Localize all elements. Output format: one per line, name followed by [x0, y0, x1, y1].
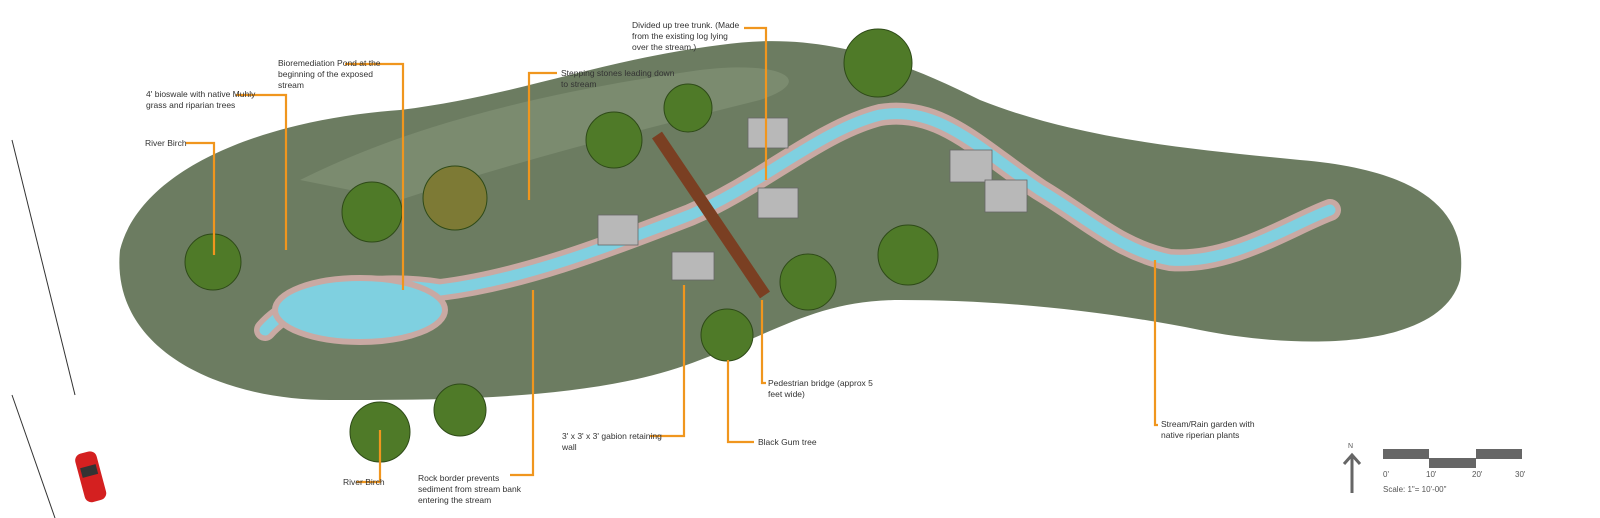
road-edge [11, 139, 76, 518]
stream-water [259, 108, 1336, 336]
label-black-gum: Black Gum tree [758, 437, 817, 447]
bioremediation-pond [272, 275, 448, 345]
car [75, 451, 107, 503]
label-bioremediation-pond: Bioremediation Pond at the beginning of … [278, 58, 381, 90]
leader-gabion-wall [650, 285, 686, 438]
grass-area [119, 41, 1462, 400]
leader-pedestrian-bridge [760, 300, 766, 385]
north-arrow-icon [1342, 452, 1362, 493]
leader-lines [186, 26, 1158, 484]
scale-bar [1383, 449, 1522, 468]
leader-rain-garden [1153, 260, 1158, 427]
leader-black-gum [726, 360, 754, 444]
label-rock-border: Rock border prevents sediment from strea… [418, 473, 521, 505]
scale-tick-10: 10' [1426, 470, 1437, 479]
leader-tree-trunk [744, 26, 768, 180]
label-pedestrian-bridge: Pedestrian bridge (approx 5 feet wide) [768, 378, 873, 399]
scale-tick-0: 0' [1383, 470, 1389, 479]
scale-tick-30: 30' [1515, 470, 1526, 479]
north-label: N [1348, 443, 1354, 450]
label-river-birch-bottom: River Birch [343, 477, 385, 487]
label-stepping-stones: Stepping stones leading down to stream [561, 68, 675, 89]
scale-tick-20: 20' [1472, 470, 1483, 479]
leader-rock-border [510, 290, 535, 477]
leader-river-birch-top [186, 141, 216, 255]
trees [184, 28, 939, 463]
leader-stepping-stones [527, 71, 557, 200]
leader-river-birch-bottom [356, 430, 382, 484]
scale-text: Scale: 1"= 10'-00" [1383, 485, 1447, 494]
pedestrian-bridge [652, 131, 770, 299]
leader-bioswale [236, 93, 288, 250]
leader-bioremediation-pond [345, 62, 405, 290]
label-bioswale: 4' bioswale with native Muhly grass and … [146, 89, 256, 110]
label-rain-garden: Stream/Rain garden with native riperian … [1161, 419, 1255, 440]
label-river-birch-top: River Birch [145, 138, 187, 148]
gabion-walls [597, 117, 1028, 281]
label-tree-trunk: Divided up tree trunk. (Made from the ex… [632, 20, 740, 52]
label-gabion-wall: 3' x 3' x 3' gabion retaining wall [562, 431, 662, 452]
